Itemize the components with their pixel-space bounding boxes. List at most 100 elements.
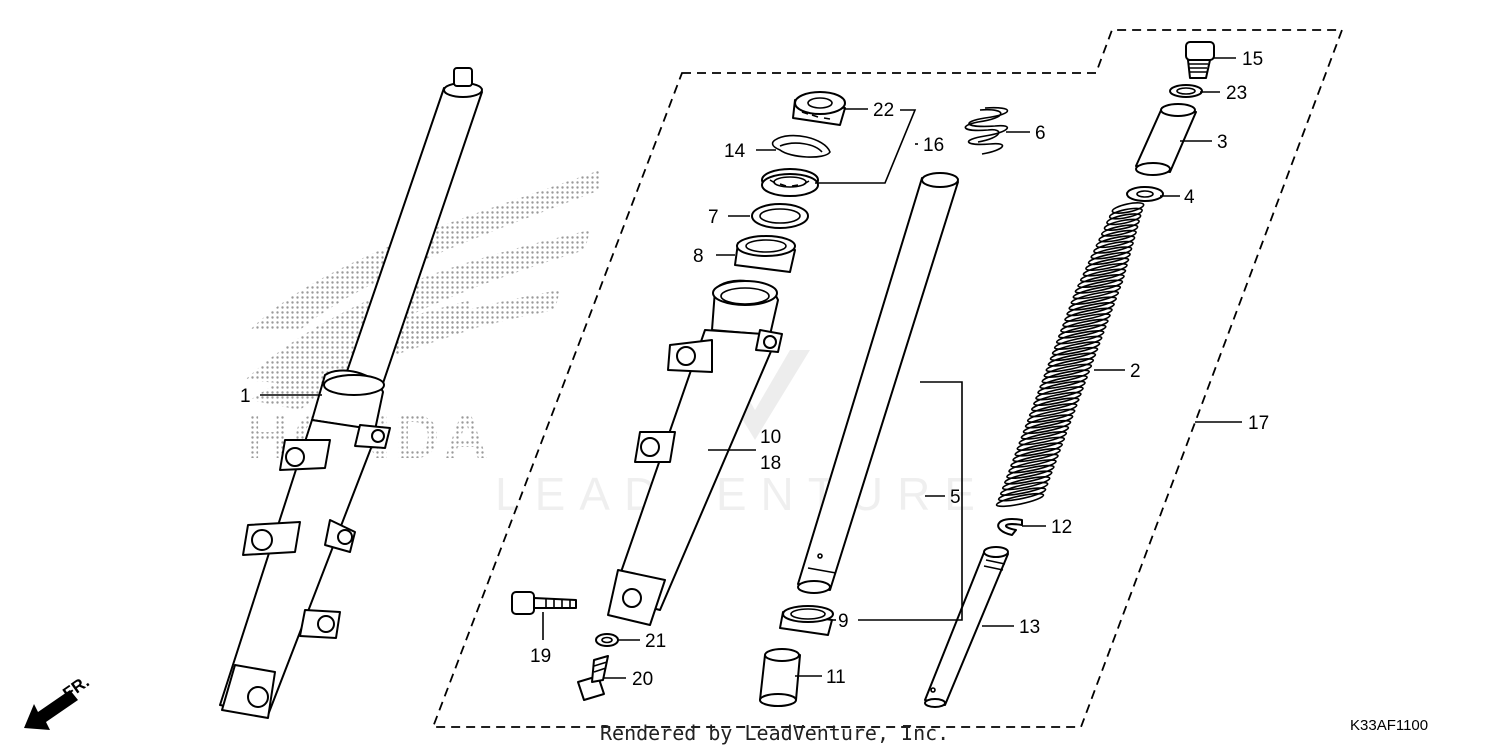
callout-18: 18 <box>760 453 781 474</box>
callout-19: 19 <box>530 646 551 667</box>
part-15-fork-bolt <box>1185 41 1215 79</box>
part-4-spring-seat <box>1126 186 1164 202</box>
fork-assembly-left <box>219 67 483 719</box>
part-8-guide-bushing <box>734 235 796 273</box>
front-direction-indicator: FR. <box>24 672 93 730</box>
callout-14: 14 <box>724 141 746 162</box>
spring-coil <box>1004 470 1053 485</box>
callout-10: 10 <box>760 427 781 448</box>
fork-bottom-case <box>607 279 783 626</box>
spring-coil <box>1087 251 1131 266</box>
spring-coil <box>1111 202 1145 214</box>
spring-coil <box>1045 358 1095 373</box>
callout-20: 20 <box>632 669 653 690</box>
spring-coil <box>1020 425 1070 440</box>
spring-coil <box>1026 408 1076 423</box>
spring-coil <box>1077 273 1125 289</box>
callout-21: 21 <box>645 631 666 652</box>
spring-coil <box>1035 386 1084 401</box>
part-11-oil-lock-piece <box>759 648 801 707</box>
callout-7: 7 <box>708 207 719 228</box>
spring-coil <box>1047 352 1097 367</box>
spring-coil <box>1033 391 1082 407</box>
callout-11: 11 <box>826 667 846 688</box>
part-3-collar <box>1135 103 1197 176</box>
callout-9: 9 <box>838 611 849 632</box>
callout-16: 16 <box>923 135 944 156</box>
part-23-o-ring <box>1169 84 1203 98</box>
callout-6: 6 <box>1035 123 1046 144</box>
callout-23: 23 <box>1226 83 1247 104</box>
spring-coil <box>1055 330 1105 345</box>
spring-coil <box>1106 213 1142 226</box>
spring-coil <box>1022 419 1072 435</box>
spring-coil <box>1049 346 1099 362</box>
part-9-slider-bushing <box>779 605 834 636</box>
spring-coil <box>1028 403 1078 418</box>
spring-coil <box>1098 229 1137 243</box>
spring-coil <box>995 492 1045 508</box>
spring-coil <box>1100 224 1139 237</box>
spring-coil <box>1001 476 1051 491</box>
callout-13: 13 <box>1019 617 1040 638</box>
spring-coil <box>1037 380 1086 395</box>
spring-coil <box>1051 341 1101 356</box>
callout-17: 17 <box>1248 413 1269 434</box>
spring-coil <box>1103 218 1140 231</box>
spring-coil <box>1010 453 1059 468</box>
spring-coil <box>1053 335 1103 350</box>
part-20-drain-bolt <box>577 655 609 701</box>
arrow-down-left-icon <box>24 690 78 730</box>
spring-coil <box>1108 207 1143 220</box>
spring-coil <box>1043 363 1093 378</box>
spring-coil <box>1074 279 1124 294</box>
part-2-fork-spring <box>995 202 1145 508</box>
part-12-piston-ring <box>997 518 1023 536</box>
spring-coil <box>1066 301 1115 317</box>
spring-coil <box>1064 307 1113 322</box>
part-21-washer <box>595 633 619 647</box>
callout-3: 3 <box>1217 132 1228 153</box>
spring-coil <box>1082 262 1128 277</box>
spring-coil <box>1016 436 1066 451</box>
leadventure-watermark: LEADVENTURE <box>495 468 989 520</box>
rendered-by-footer: Rendered by LeadVenture, Inc. <box>600 721 949 745</box>
spring-coil <box>1068 296 1117 311</box>
callout-5: 5 <box>950 487 961 508</box>
spring-coil <box>1058 324 1107 339</box>
callout-12: 12 <box>1051 517 1072 538</box>
spring-coil <box>999 481 1049 496</box>
callout-22: 22 <box>873 100 894 121</box>
spring-coil <box>1024 414 1074 429</box>
part-14-clip <box>771 134 831 158</box>
spring-coil <box>1090 246 1133 260</box>
spring-coil <box>1072 285 1122 300</box>
part-16-oil-seal <box>761 168 819 197</box>
callout-15: 15 <box>1242 49 1263 70</box>
spring-coil <box>1012 447 1061 463</box>
spring-coil <box>1008 459 1057 474</box>
spring-coil <box>1031 397 1080 412</box>
spring-coil <box>1039 374 1088 390</box>
spring-coil <box>1085 257 1130 271</box>
spring-coil <box>1041 369 1090 384</box>
spring-coil <box>1095 235 1136 249</box>
part-7-washer <box>751 203 809 229</box>
spring-coil <box>1018 431 1068 446</box>
spring-coil <box>1093 240 1134 254</box>
spring-coil <box>1014 442 1063 457</box>
callout-8: 8 <box>693 246 704 267</box>
leader-lines <box>260 57 1242 679</box>
spring-coil <box>1006 464 1055 480</box>
spring-coil <box>1062 313 1111 328</box>
spring-coil <box>997 487 1047 502</box>
part-6-spring <box>964 106 1009 155</box>
spring-coil <box>1060 318 1109 334</box>
part-19-socket-bolt <box>511 591 577 615</box>
part-5-fork-pipe <box>797 172 959 594</box>
part-13-fork-piston <box>924 546 1009 708</box>
part-22-dust-seal <box>792 91 846 126</box>
spring-coil <box>1070 290 1120 305</box>
callout-4: 4 <box>1184 187 1195 208</box>
